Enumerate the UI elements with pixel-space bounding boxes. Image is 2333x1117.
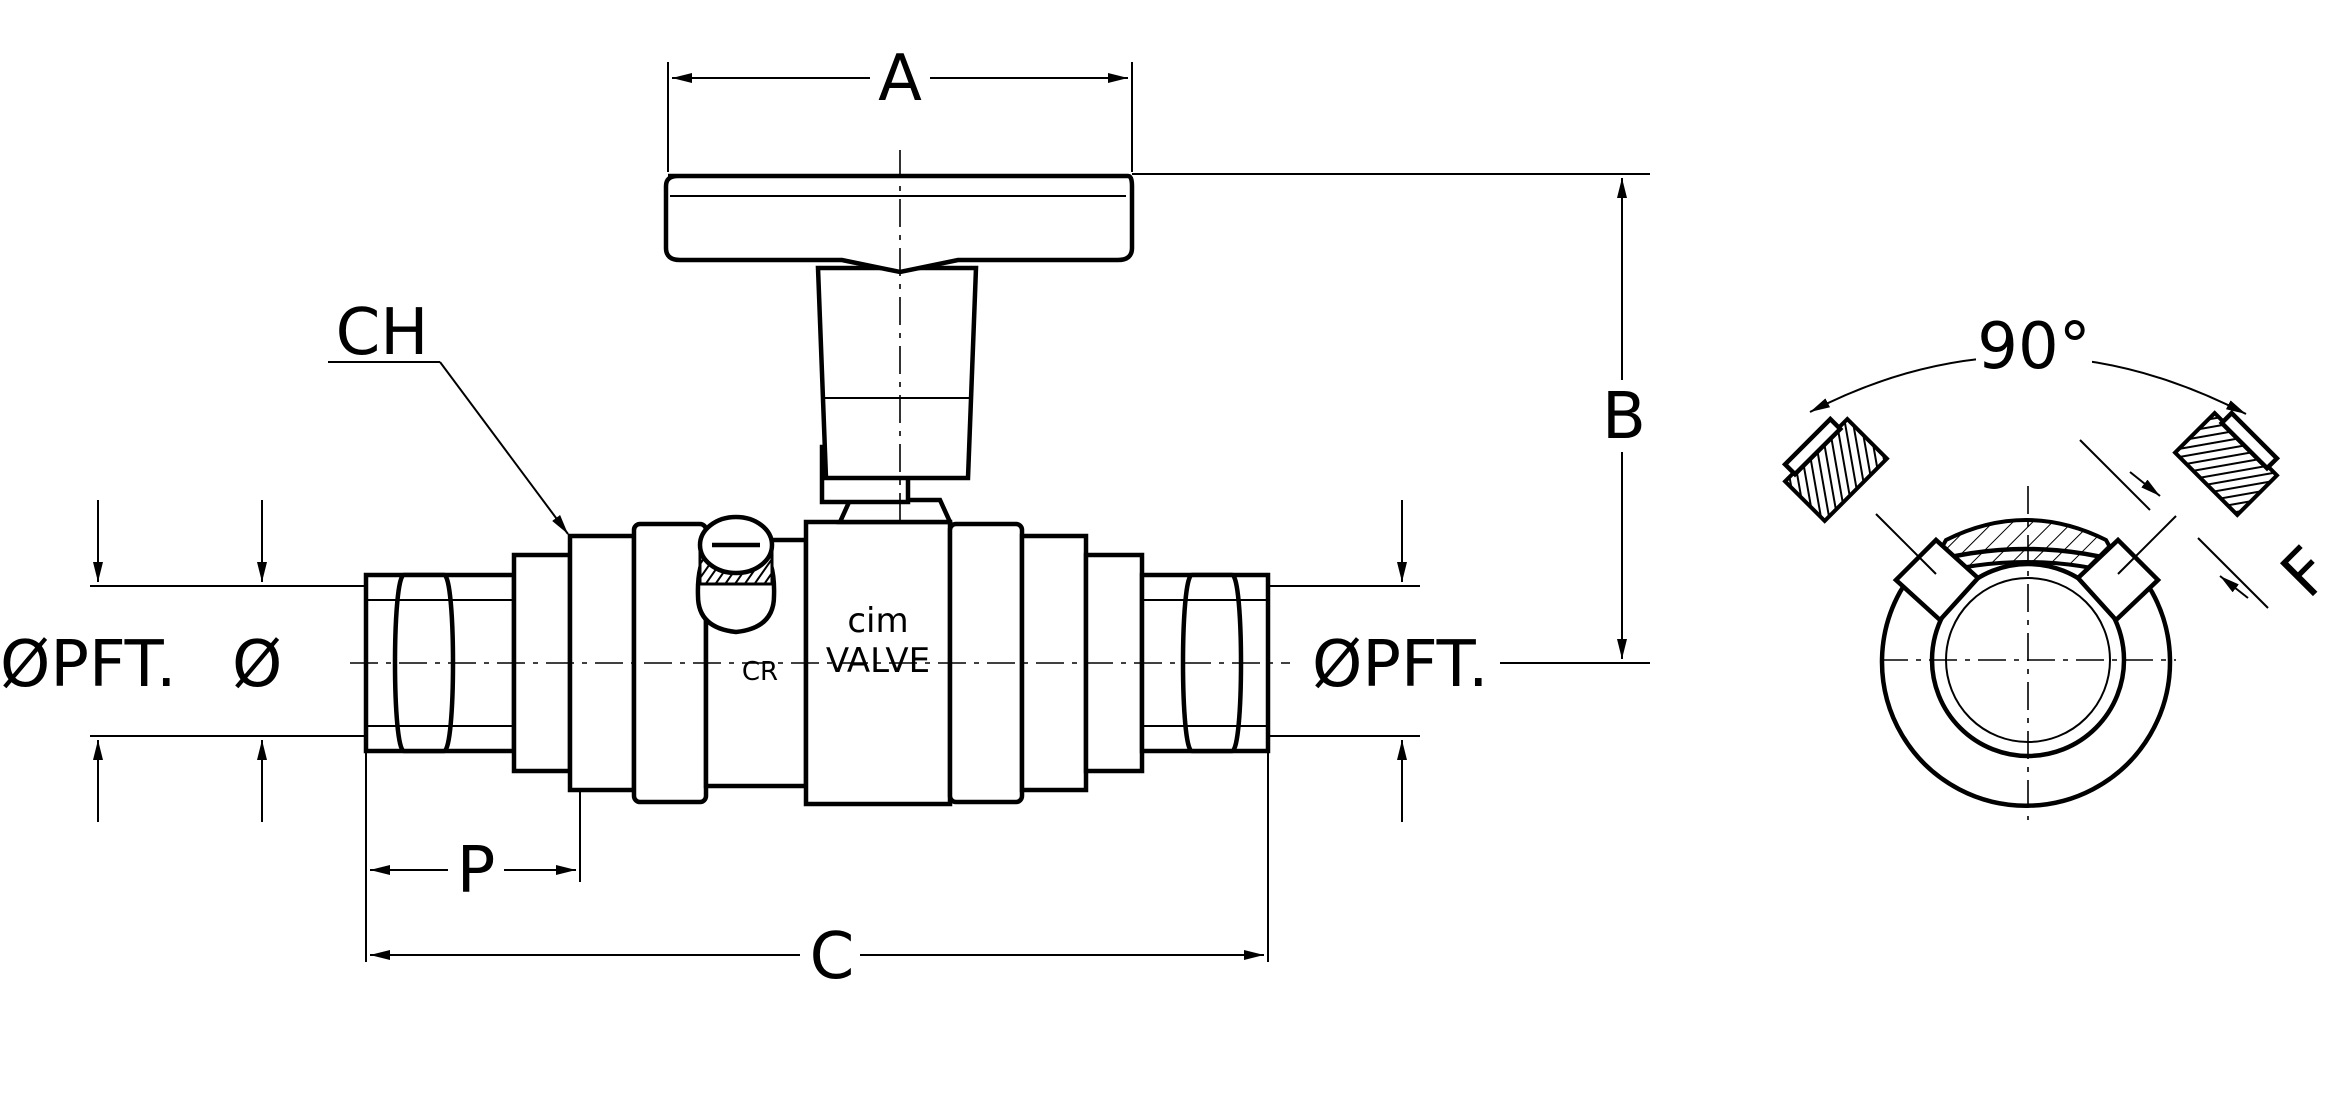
brand-name: VALVE	[826, 641, 930, 681]
dimension-p: P	[370, 790, 581, 908]
section-cap-left	[1781, 415, 1890, 524]
dimension-c: C	[365, 752, 1269, 994]
dimension-b: B	[1132, 173, 1650, 664]
dimension-ch: CH	[328, 296, 569, 535]
dimension-a-label: A	[878, 42, 922, 116]
dimension-ch-label: CH	[336, 296, 429, 370]
drain-cap	[695, 514, 777, 635]
dimension-pipe-left: ØPFT. Ø	[0, 500, 364, 822]
dimension-f-label: F	[2268, 534, 2333, 612]
brand-mark: CR	[742, 657, 778, 687]
section-leader-lines	[1875, 513, 2177, 575]
angle-label: 90°	[1977, 310, 2090, 384]
valve-front-view: cim VALVE CR	[350, 150, 1290, 807]
dimension-c-label: C	[810, 920, 855, 994]
t-handle	[663, 173, 1135, 275]
pipe-left-bore-label: Ø	[232, 628, 282, 702]
dimension-a: A	[667, 42, 1133, 172]
brand-logo: cim	[847, 601, 908, 641]
dimension-pipe-right: ØPFT.	[1270, 500, 1489, 822]
pipe-left-label: ØPFT.	[0, 628, 177, 702]
right-press-fitting	[1019, 533, 1271, 793]
pipe-right-label: ØPFT.	[1312, 628, 1489, 702]
valve-stem	[815, 265, 979, 525]
section-cap-right	[2172, 409, 2281, 518]
dimension-p-label: P	[457, 834, 496, 908]
dimension-b-label: B	[1602, 380, 1646, 454]
angle-dimension: 90°	[1809, 310, 2247, 415]
valve-section-view	[1879, 486, 2176, 820]
